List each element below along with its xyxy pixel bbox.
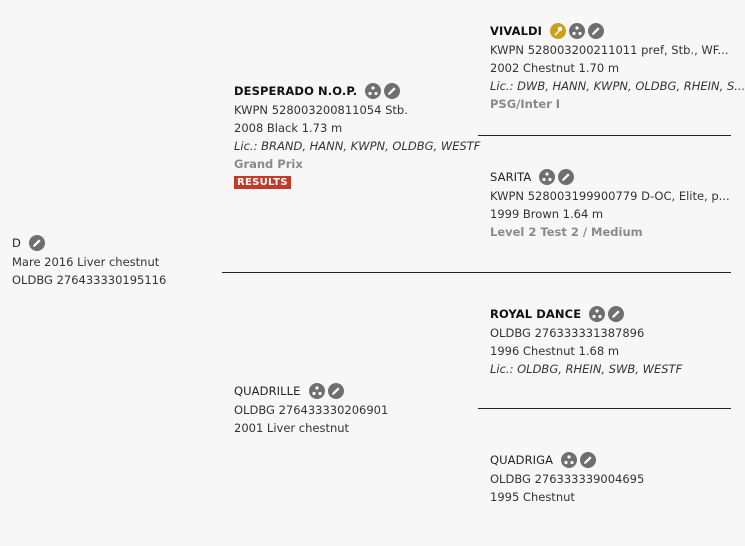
pencil-icon[interactable]	[608, 306, 625, 322]
horse-year-color: 1995 Chestnut	[490, 490, 575, 504]
subject-horse: D Mare 2016 Liver chestnut OLDBG 2764333…	[12, 233, 166, 289]
horse-year-color-height: 1996 Chestnut 1.68 m	[490, 344, 620, 358]
horse-sex-year-color: Mare 2016 Liver chestnut	[12, 255, 160, 269]
horse-name[interactable]: QUADRIGA	[490, 453, 554, 467]
divider-dam-parents	[478, 408, 731, 409]
pedigree-icon[interactable]	[561, 452, 578, 468]
dam-horse: QUADRILLE OLDBG 276433330206901 2001 Liv…	[234, 381, 388, 437]
pencil-icon[interactable]	[28, 235, 45, 251]
horse-name[interactable]: QUADRILLE	[234, 384, 301, 398]
key-icon[interactable]	[550, 23, 567, 39]
horse-name[interactable]: D	[12, 236, 21, 250]
horse-name[interactable]: ROYAL DANCE	[490, 307, 582, 321]
pedigree-icon[interactable]	[589, 306, 606, 322]
results-badge[interactable]: RESULTS	[234, 176, 291, 189]
horse-year-color-height: 2008 Black 1.73 m	[234, 121, 343, 135]
divider-generation-1	[222, 272, 731, 273]
horse-registration: KWPN 528003199900779 D-OC, Elite, p...	[490, 189, 730, 203]
horse-name[interactable]: SARITA	[490, 170, 532, 184]
pedigree-icon[interactable]	[308, 383, 325, 399]
divider-sire-parents	[478, 135, 731, 136]
sire-sire-horse: VIVALDI KWPN 528003200211011 pref, Stb.,…	[490, 21, 745, 113]
horse-level: Grand Prix	[234, 157, 303, 171]
dam-sire-horse: ROYAL DANCE OLDBG 276333331387896 1996 C…	[490, 304, 722, 378]
horse-registration: OLDBG 276433330206901	[234, 403, 389, 417]
sire-dam-horse: SARITA KWPN 528003199900779 D-OC, Elite,…	[490, 167, 730, 241]
horse-registration: OLDBG 276433330195116	[12, 273, 167, 287]
horse-licenses: Lic.: OLDBG, RHEIN, SWB, WESTF	[490, 362, 683, 376]
horse-registration: KWPN 528003200211011 pref, Stb., WF...	[490, 43, 729, 57]
pencil-icon[interactable]	[558, 169, 575, 185]
horse-registration: OLDBG 276333331387896	[490, 326, 645, 340]
pencil-icon[interactable]	[580, 452, 597, 468]
horse-year-color: 2001 Liver chestnut	[234, 421, 350, 435]
horse-level: PSG/Inter I	[490, 97, 561, 111]
pencil-icon[interactable]	[384, 83, 401, 99]
dam-dam-horse: QUADRIGA OLDBG 276333339004695 1995 Ches…	[490, 450, 722, 506]
pedigree-icon[interactable]	[569, 23, 586, 39]
horse-year-color-height: 1999 Brown 1.64 m	[490, 207, 604, 221]
horse-name[interactable]: VIVALDI	[490, 24, 543, 38]
horse-name[interactable]: DESPERADO N.O.P.	[234, 84, 358, 98]
pencil-icon[interactable]	[327, 383, 344, 399]
horse-registration: OLDBG 276333339004695	[490, 472, 645, 486]
sire-horse: DESPERADO N.O.P. KWPN 528003200811054 St…	[234, 81, 480, 189]
horse-registration: KWPN 528003200811054 Stb.	[234, 103, 408, 117]
horse-licenses: Lic.: BRAND, HANN, KWPN, OLDBG, WESTF	[234, 139, 481, 153]
pencil-icon[interactable]	[588, 23, 605, 39]
horse-licenses: Lic.: DWB, HANN, KWPN, OLDBG, RHEIN, S..…	[490, 79, 745, 93]
horse-year-color-height: 2002 Chestnut 1.70 m	[490, 61, 620, 75]
horse-level: Level 2 Test 2 / Medium	[490, 225, 643, 239]
pedigree-icon[interactable]	[539, 169, 556, 185]
pedigree-icon[interactable]	[365, 83, 382, 99]
